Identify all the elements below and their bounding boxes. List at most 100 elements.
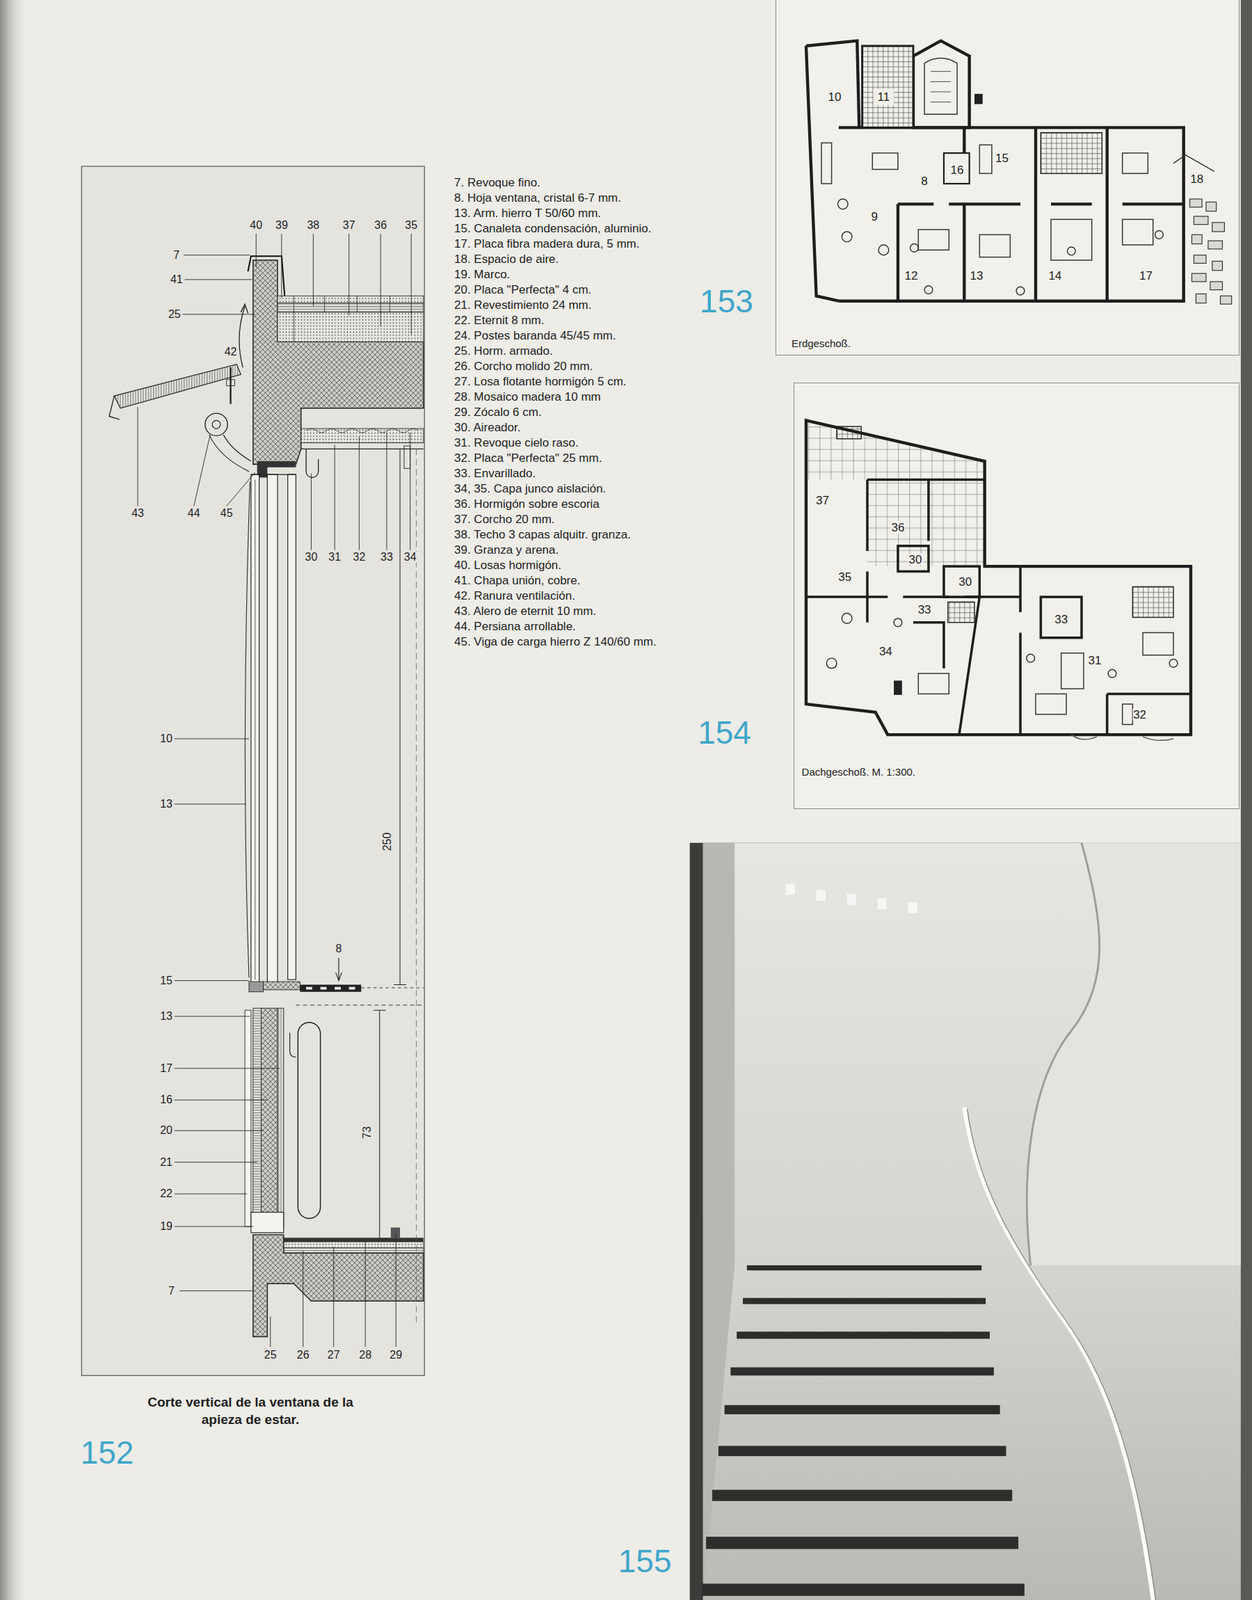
attic-floor-plan xyxy=(793,382,1240,809)
key-item: 30. Aireador. xyxy=(454,420,660,436)
window-section-detail xyxy=(209,434,252,472)
attic-floor-plan xyxy=(826,657,837,669)
ground-floor-plan xyxy=(1220,295,1232,304)
key-item: 28. Mosaico madera 10 mm xyxy=(454,389,660,405)
room-number: 34 xyxy=(878,644,894,657)
attic-floor-plan xyxy=(1132,586,1174,617)
stair-photo xyxy=(816,889,826,901)
key-item: 17. Placa fibra madera dura, 5 mm. xyxy=(454,236,660,252)
ground-floor-plan xyxy=(1208,240,1223,250)
callout-number: 36 xyxy=(373,219,388,231)
attic-floor-plan xyxy=(806,595,1021,599)
callout-number: 13 xyxy=(159,1010,174,1022)
window-section-detail xyxy=(306,428,419,433)
window-section-detail xyxy=(205,413,228,436)
attic-floor-plan xyxy=(913,622,944,669)
callout-number: 33 xyxy=(379,551,394,563)
window-section-detail xyxy=(293,295,390,342)
figure-number: 154 xyxy=(696,716,752,749)
attic-floor-plan xyxy=(806,420,1191,735)
callout-number: 31 xyxy=(327,551,342,563)
room-number: 10 xyxy=(827,91,843,103)
ground-floor-plan xyxy=(872,153,898,170)
attic-floor-plan xyxy=(959,566,1021,735)
ground-floor-plan xyxy=(979,144,992,174)
key-item: 40. Losas hormigón. xyxy=(454,557,660,574)
stair-photo xyxy=(847,893,857,905)
panel-caption: Dachgeschoß. M. 1:300. xyxy=(801,765,916,778)
key-item: 34, 35. Capa junco aislación. xyxy=(454,481,660,497)
key-item: 32. Placa "Perfecta" 25 mm. xyxy=(454,450,660,467)
room-number: 33 xyxy=(1053,613,1069,626)
stair-photo xyxy=(712,1489,1013,1502)
window-section-detail xyxy=(393,448,407,985)
room-number: 15 xyxy=(994,152,1010,165)
attic-floor-plan xyxy=(893,618,903,627)
stair-photo xyxy=(785,883,796,895)
ground-floor-plan xyxy=(1190,198,1203,208)
key-item: 37. Corcho 20 mm. xyxy=(454,511,660,528)
callout-number: 73 xyxy=(361,1125,373,1140)
attic-floor-plan xyxy=(1169,659,1178,668)
key-item: 45. Viga de carga hierro Z 140/60 mm. xyxy=(454,634,660,650)
ground-floor-plan xyxy=(1040,132,1102,174)
ground-floor-plan xyxy=(1173,155,1215,172)
window-section-detail xyxy=(287,474,297,980)
window-section-detail xyxy=(240,303,248,313)
attic-floor-plan xyxy=(1071,734,1174,741)
window-section-detail xyxy=(283,1237,424,1242)
ground-floor-plan xyxy=(775,0,1240,355)
callout-number: 17 xyxy=(159,1062,174,1074)
page-edge xyxy=(1240,0,1252,1600)
callout-number: 250 xyxy=(381,831,393,853)
window-section-detail xyxy=(277,295,424,303)
stair-photo xyxy=(705,1536,1019,1550)
room-number: 17 xyxy=(1138,269,1154,282)
figure-panel: Erdgeschoß. xyxy=(775,0,1240,356)
stair-photo xyxy=(1026,843,1241,1266)
attic-floor-plan xyxy=(918,673,949,694)
callout-number: 26 xyxy=(296,1349,311,1361)
window-section-detail xyxy=(253,260,424,464)
callout-number: 34 xyxy=(403,551,418,563)
callout-number: 7 xyxy=(172,249,181,261)
ground-floor-plan xyxy=(1210,281,1223,291)
room-number: 8 xyxy=(920,174,928,187)
attic-floor-plan xyxy=(1108,669,1117,678)
window-section-detail xyxy=(251,1212,284,1233)
attic-floor-plan xyxy=(1142,632,1174,655)
stair-photo xyxy=(724,1405,1001,1415)
room-number: 14 xyxy=(1047,269,1063,282)
key-item: 43. Alero de eternit 10 mm. xyxy=(454,603,660,620)
window-section-detail xyxy=(277,312,424,343)
attic-floor-plan xyxy=(1035,693,1067,714)
window-section-detail xyxy=(306,986,355,990)
ground-floor-plan xyxy=(1212,261,1223,271)
attic-floor-plan xyxy=(806,479,1191,735)
ground-floor-plan xyxy=(806,41,860,302)
attic-floor-plan xyxy=(1122,703,1134,725)
window-section-detail xyxy=(249,981,264,992)
key-item: 24. Postes baranda 45/45 mm. xyxy=(454,328,660,344)
window-section-detail xyxy=(283,1247,424,1253)
window-section-detail xyxy=(226,379,236,387)
window-section-detail xyxy=(261,1007,278,1227)
callout-number: 27 xyxy=(326,1349,341,1361)
ground-floor-plan xyxy=(1206,201,1217,211)
key-item: 26. Corcho molido 20 mm. xyxy=(454,358,660,375)
window-section-detail xyxy=(251,474,260,985)
window-section-detail xyxy=(373,1009,387,1240)
ground-floor-plan xyxy=(1066,246,1076,256)
attic-floor-plan xyxy=(1040,596,1082,638)
ground-floor-plan xyxy=(821,142,1163,295)
window-section-detail xyxy=(253,1007,262,1227)
window-section-detail xyxy=(254,479,256,980)
room-number: 16 xyxy=(950,163,965,176)
leader-lines xyxy=(255,233,412,335)
ground-floor-plan xyxy=(979,234,1010,257)
callout-number: 21 xyxy=(159,1156,174,1168)
callout-number: 10 xyxy=(159,733,174,745)
key-item: 31. Revoque cielo raso. xyxy=(454,435,660,451)
window-section-detail xyxy=(239,306,245,368)
